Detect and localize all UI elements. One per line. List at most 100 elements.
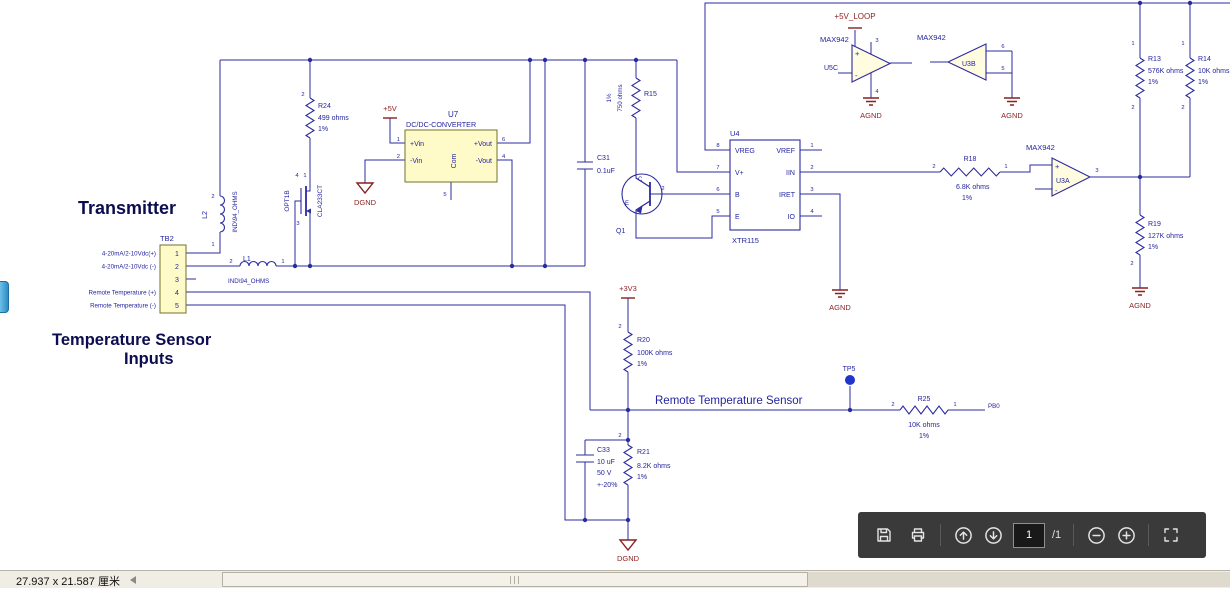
toolbar-divider [940, 524, 941, 546]
print-button[interactable] [904, 521, 932, 549]
pin-number: 6 [1001, 44, 1004, 50]
net-label: 4-20mA/2-10Vdc(+) [102, 251, 156, 258]
junction-dots [292, 0, 1193, 523]
value-label: IND\94_OHMS [228, 278, 269, 285]
panel-handle[interactable] [0, 281, 9, 313]
scrollbar-thumb[interactable] [222, 572, 808, 587]
collector-label: C [638, 177, 643, 183]
pin-number: 1 [1181, 41, 1184, 47]
ground-label: DGND [617, 554, 640, 563]
ref-label: U3A [1056, 178, 1070, 185]
pdf-toolbar: 1 /1 [858, 512, 1206, 558]
ref-label: R19 [1148, 221, 1161, 228]
pin-number: 1 [303, 173, 306, 179]
pin-number: 3 [175, 277, 179, 284]
capacitor-c31: C31 0.1uF [577, 155, 615, 175]
ground-label: AGND [1129, 301, 1151, 310]
horizontal-scrollbar[interactable] [222, 572, 1230, 587]
testpoint-tp5: TP5 [843, 366, 856, 385]
page-down-button[interactable] [979, 521, 1007, 549]
ref-label: R15 [644, 91, 657, 98]
voltage-label: 50 V [597, 470, 612, 477]
ref-label: Q1 [616, 228, 625, 235]
ref-label: U3B [962, 61, 976, 68]
optocoupler-opt1b: OPT1B CLA233CT 4 1 3 [284, 173, 324, 227]
value-label: 10K ohms [908, 422, 940, 429]
value-label: 750 ohms [617, 84, 624, 111]
ref-label: R13 [1148, 56, 1161, 63]
page-total-label: /1 [1052, 529, 1062, 541]
zoom-out-icon [1087, 526, 1105, 544]
pin-number: 1 [175, 251, 179, 258]
pin-label: B [735, 192, 740, 199]
zoom-out-button[interactable] [1082, 521, 1110, 549]
pin-number: 2 [891, 402, 894, 408]
pin-number: 2 [397, 154, 400, 160]
schematic-wires [186, 2, 1230, 540]
value-label: 499 ohms [318, 115, 349, 122]
page-number-input[interactable]: 1 [1013, 522, 1045, 548]
pin-number: 2 [175, 264, 179, 271]
pin-number: 2 [618, 324, 621, 330]
save-button[interactable] [870, 521, 898, 549]
pin-label: +Vout [474, 141, 492, 148]
tolerance-label: 1% [919, 433, 929, 440]
pin-number: 2 [661, 186, 664, 192]
pin-number: 4 [175, 290, 179, 297]
capacitor-c33: C33 10 uF 50 V +-20% [576, 447, 617, 489]
tolerance-label: 1% [637, 474, 647, 481]
page-up-icon [954, 526, 972, 544]
pin-number: 2 [301, 92, 304, 98]
power-5v: +5V [383, 104, 397, 119]
power-label: +5V [383, 104, 397, 113]
pin-number: 3 [810, 187, 813, 193]
ref-label: R24 [318, 103, 331, 110]
title-temp-inputs-line2: Inputs [124, 350, 174, 368]
ref-label: L1 [243, 256, 251, 263]
ref-label: U5C [824, 65, 838, 72]
ref-label: U7 [448, 110, 459, 119]
schematic-canvas: Transmitter Temperature Sensor Inputs Re… [52, 0, 1230, 563]
value-label: 127K ohms [1148, 233, 1184, 240]
pin-label: E [735, 214, 740, 221]
splitter-arrow-icon[interactable] [130, 576, 136, 584]
pin-number: 1 [810, 143, 813, 149]
pin-number: 1 [1131, 41, 1134, 47]
ground-agnd-u3b: AGND [1001, 97, 1023, 120]
ground-label: AGND [1001, 111, 1023, 120]
part-label: MAX942 [1026, 143, 1055, 152]
pin-number: 4 [295, 173, 299, 179]
value-label: IND\94_OHMS [232, 191, 239, 232]
tolerance-label: 1% [962, 195, 972, 202]
opamp-u3a: MAX942 U3A + - 3 [1026, 143, 1099, 197]
ground-agnd-u5c: AGND [860, 97, 882, 120]
pin-label: V+ [735, 170, 744, 177]
pin-number: 4 [875, 89, 879, 95]
value-label: CLA233CT [317, 185, 324, 217]
pin-number: 1 [211, 242, 214, 248]
net-label: 4-20mA/2-10Vdc (-) [102, 264, 156, 271]
pin-label: VREF [776, 148, 795, 155]
ref-label: R14 [1198, 56, 1211, 63]
zoom-in-button[interactable] [1112, 521, 1140, 549]
ref-label: R21 [637, 449, 650, 456]
ref-label: L2 [202, 211, 209, 219]
ground-dgnd-bottom: DGND [617, 539, 640, 563]
inductor-l1: L1 2 1 IND\94_OHMS [228, 256, 285, 285]
pin-label: IRET [779, 192, 796, 199]
tolerance-label: 1% [318, 126, 328, 133]
value-label: XTR115 [732, 236, 759, 245]
opamp-u3b: MAX942 U3B 6 5 [917, 33, 1005, 81]
pin-number: 1 [281, 259, 284, 265]
value-label: 0.1uF [597, 168, 615, 175]
emitter-label: E [625, 201, 629, 207]
ref-label: R18 [964, 156, 977, 163]
page-up-button[interactable] [949, 521, 977, 549]
pin-number: 6 [502, 137, 505, 143]
pin-number: 3 [875, 38, 878, 44]
fullscreen-button[interactable] [1157, 521, 1185, 549]
pin-number: 3 [1095, 168, 1098, 174]
label-remote-temp-sensor: Remote Temperature Sensor [655, 395, 803, 407]
ref-label: U4 [730, 129, 740, 138]
pin-number: 5 [443, 192, 446, 198]
